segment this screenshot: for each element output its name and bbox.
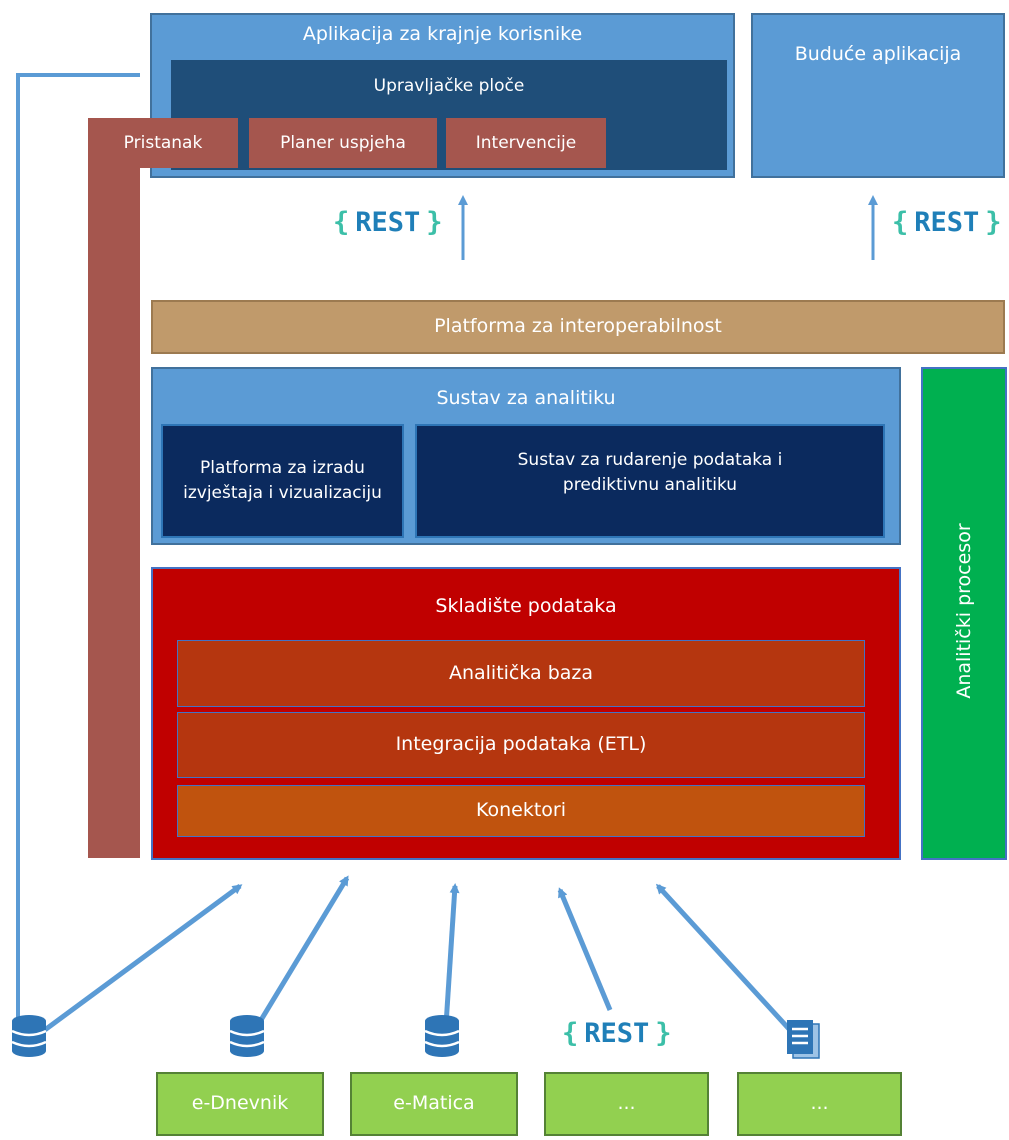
module-consent[interactable]: Pristanak	[88, 118, 238, 168]
reporting-platform: Platforma za izradu izvještaja i vizuali…	[161, 424, 404, 538]
source-e-matica[interactable]: e-Matica	[350, 1072, 518, 1136]
data-integration-etl: Integracija podataka (ETL)	[177, 712, 865, 778]
source-arrow-2	[255, 875, 350, 1027]
rest-label-bottom: {REST}	[562, 1018, 672, 1049]
future-apps-title: Buduće aplikacija	[794, 43, 962, 65]
end-user-apps-title: Aplikacija za krajnje korisnike	[302, 23, 583, 45]
analytics-system-title: Sustav za analitiku	[436, 387, 616, 409]
connectors-label: Konektori	[475, 799, 567, 822]
analytical-database: Analitička baza	[177, 640, 865, 707]
module-success-planner-label: Planer uspjeha	[280, 132, 406, 153]
module-success-planner[interactable]: Planer uspjeha	[249, 118, 437, 168]
future-apps-panel: Buduće aplikacija	[751, 13, 1005, 178]
rest-label-right: {REST}	[892, 207, 1002, 238]
analytical-processor-label: Analitički procesor	[953, 523, 975, 699]
dashboards-title: Upravljačke ploče	[373, 76, 525, 96]
source-other-1-label: ...	[617, 1092, 636, 1115]
source-arrow-3	[443, 883, 460, 1026]
consent-bar	[88, 118, 140, 858]
source-arrow-4	[557, 887, 613, 1011]
source-arrow-1	[36, 883, 243, 1038]
source-e-dnevnik-label: e-Dnevnik	[191, 1092, 289, 1115]
source-e-dnevnik[interactable]: e-Dnevnik	[156, 1072, 324, 1136]
source-other-2[interactable]: ...	[737, 1072, 902, 1136]
data-mining-label: Sustav za rudarenje podataka i prediktiv…	[517, 450, 783, 495]
source-other-2-label: ...	[810, 1092, 829, 1115]
source-arrow-5	[655, 883, 792, 1032]
interoperability-platform: Platforma za interoperabilnost	[151, 300, 1005, 354]
analytical-database-label: Analitička baza	[448, 661, 594, 684]
module-interventions[interactable]: Intervencije	[446, 118, 606, 168]
source-other-1[interactable]: ...	[544, 1072, 709, 1136]
source-e-matica-label: e-Matica	[393, 1092, 475, 1115]
reporting-platform-label: Platforma za izradu izvještaja i vizuali…	[183, 458, 382, 503]
connectors-layer: Konektori	[177, 785, 865, 837]
data-mining-system: Sustav za rudarenje podataka i prediktiv…	[415, 424, 885, 538]
module-interventions-label: Intervencije	[475, 132, 577, 153]
data-integration-label: Integracija podataka (ETL)	[395, 733, 647, 756]
interoperability-label: Platforma za interoperabilnost	[434, 315, 722, 338]
analytical-processor	[921, 367, 1007, 860]
module-consent-label: Pristanak	[123, 132, 203, 153]
consent-link-line	[16, 73, 140, 1025]
rest-label-left: {REST}	[333, 207, 443, 238]
data-warehouse-title: Skladište podataka	[435, 595, 617, 617]
